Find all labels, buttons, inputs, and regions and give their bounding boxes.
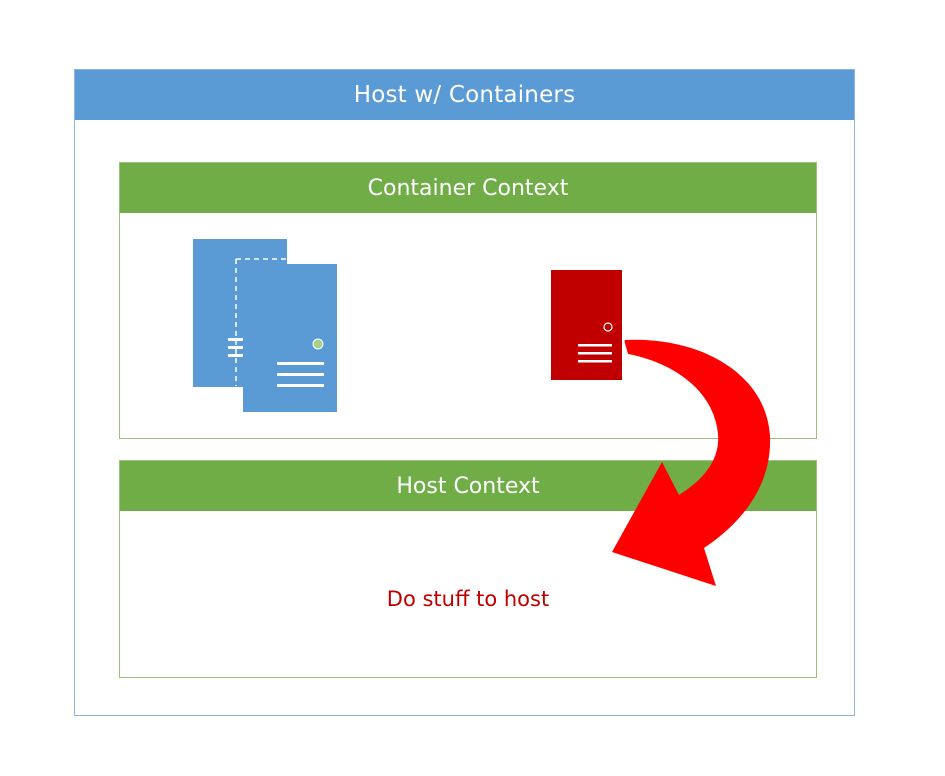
container-context-title: Container Context xyxy=(367,175,569,201)
host-context-note: Do stuff to host xyxy=(386,587,550,611)
host-title: Host w/ Containers xyxy=(353,82,576,108)
container-context-box: Container Context xyxy=(119,162,817,439)
host-header: Host w/ Containers xyxy=(75,70,854,120)
host-context-box: Host Context Do stuff to host xyxy=(119,460,817,678)
host-context-title: Host Context xyxy=(396,473,540,499)
host-context-header: Host Context xyxy=(120,461,816,511)
container-context-header: Container Context xyxy=(120,163,816,213)
